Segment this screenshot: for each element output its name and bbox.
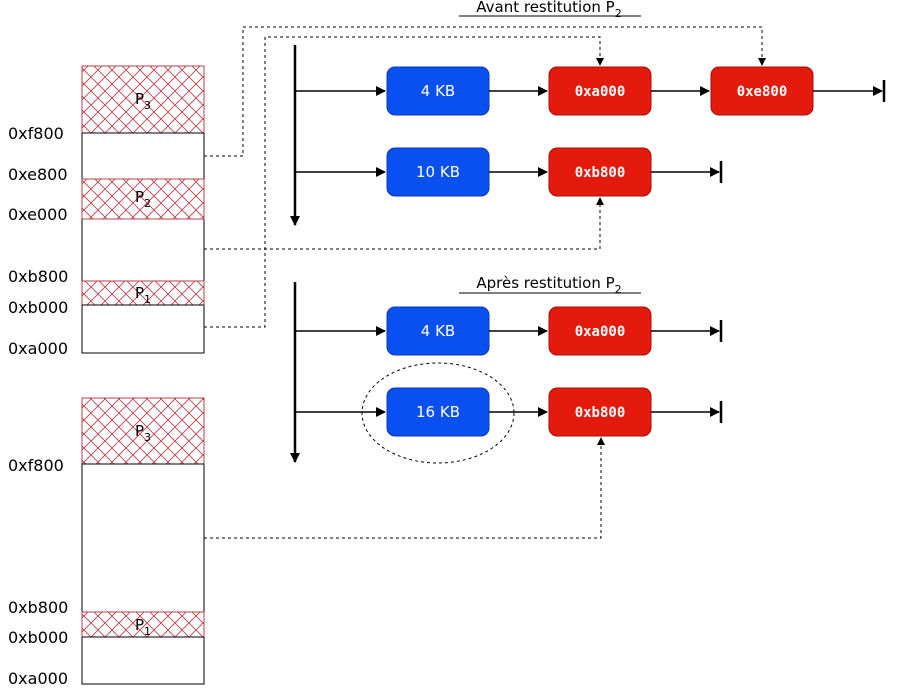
addr-label: 0xb800: [8, 267, 68, 286]
memory-column-before: P3 P2 P1: [81, 65, 205, 354]
p2-region: [81, 178, 205, 220]
p3-label: P3: [135, 422, 151, 444]
p1-region: [81, 611, 205, 638]
addr-label: 0xf800: [8, 124, 64, 143]
p3-region: [81, 397, 205, 465]
size-label: 4 KB: [421, 82, 455, 100]
addr-label: 0xa000: [8, 339, 68, 358]
p2-label: P2: [135, 188, 151, 210]
block-address: 0xb800: [575, 405, 626, 421]
addr-label: 0xb000: [8, 298, 68, 317]
size-label: 16 KB: [416, 403, 460, 421]
addr-label: 0xb800: [8, 598, 68, 617]
pointer-a000: [204, 36, 604, 328]
addr-label: 0xe800: [8, 165, 68, 184]
free-list-after: 4 KB 0xa000 16 KB 0xb800: [290, 282, 723, 464]
memory-column-after: P3 P1: [81, 397, 205, 685]
highlight-ellipse: [361, 362, 515, 464]
addr-label: 0xe000: [8, 205, 68, 224]
pointer-e800: [204, 26, 766, 157]
block-address: 0xa000: [575, 324, 626, 340]
address-labels-before: 0xf800 0xe800 0xe000 0xb800 0xb000 0xa00…: [8, 124, 68, 358]
p3-region: [81, 65, 205, 134]
p1-label: P1: [135, 284, 151, 306]
size-label: 4 KB: [421, 322, 455, 340]
pointer-b800-after: [204, 437, 605, 539]
addr-label: 0xf800: [8, 456, 64, 475]
addr-label: 0xb000: [8, 628, 68, 647]
block-address: 0xb800: [575, 165, 626, 181]
pointer-b800: [204, 197, 604, 250]
p1-region: [81, 280, 205, 306]
block-address: 0xe800: [737, 84, 788, 100]
dashed-pointers: [204, 26, 766, 539]
size-label: 10 KB: [416, 163, 460, 181]
free-list-before: 4 KB 0xa000 0xe800 10 KB 0xb800: [290, 45, 886, 226]
title-before: Avant restitution P2: [476, 0, 621, 20]
addr-label: 0xa000: [8, 669, 68, 688]
address-labels-after: 0xf800 0xb800 0xb000 0xa000: [8, 456, 68, 688]
p1-label: P1: [135, 616, 151, 638]
p3-label: P3: [135, 90, 151, 112]
title-after: Après restitution P2: [476, 274, 621, 296]
block-address: 0xa000: [575, 84, 626, 100]
